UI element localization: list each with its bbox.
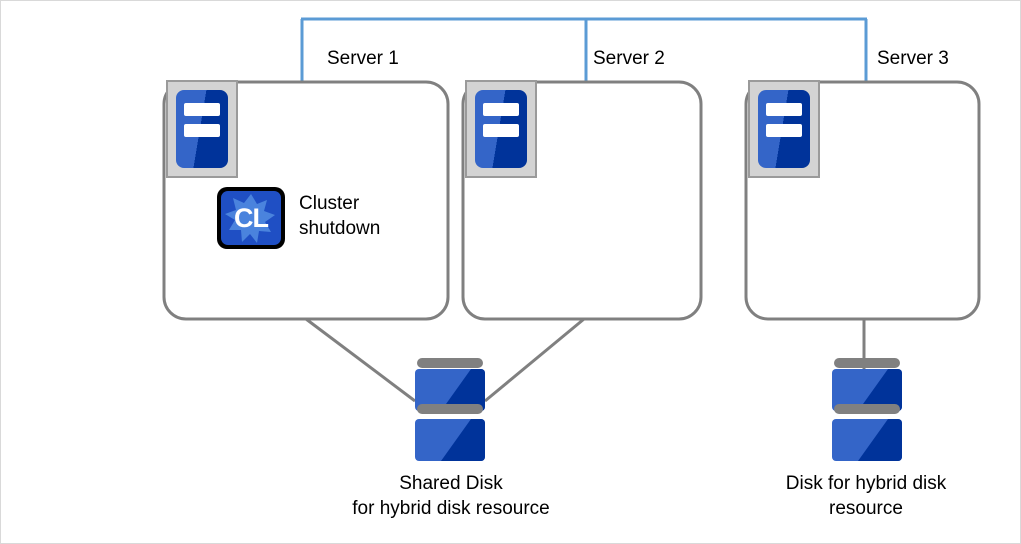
server-label-1: Server 1	[327, 48, 399, 69]
svg-text:CL: CL	[234, 203, 268, 233]
hybrid-disk-label-line2: resource	[829, 498, 903, 519]
server-icon	[465, 80, 537, 178]
server-label-3: Server 3	[877, 48, 949, 69]
network-bus	[300, 17, 868, 81]
hybrid-disk-label: Disk for hybrid disk resource	[741, 471, 991, 521]
hybrid-disk-label-line1: Disk for hybrid disk	[785, 473, 947, 494]
shared-disk-label: Shared Disk for hybrid disk resource	[301, 471, 601, 521]
shared-disk-label-line2: for hybrid disk resource	[352, 498, 550, 519]
shared-disk-label-line1: Shared Disk	[399, 473, 503, 494]
shared-disk-icon	[415, 358, 485, 461]
disk-connectors	[305, 317, 866, 403]
server-icon	[166, 80, 238, 178]
hybrid-disk-icon	[832, 358, 902, 461]
cluster-shutdown-icon[interactable]: CL	[217, 187, 285, 249]
cluster-shutdown-label-line2: shutdown	[299, 218, 381, 239]
cluster-shutdown-label-line1: Cluster	[299, 193, 360, 214]
server-icon	[748, 80, 820, 178]
cluster-shutdown-label: Cluster shutdown	[299, 191, 380, 241]
server-label-2: Server 2	[593, 48, 665, 69]
